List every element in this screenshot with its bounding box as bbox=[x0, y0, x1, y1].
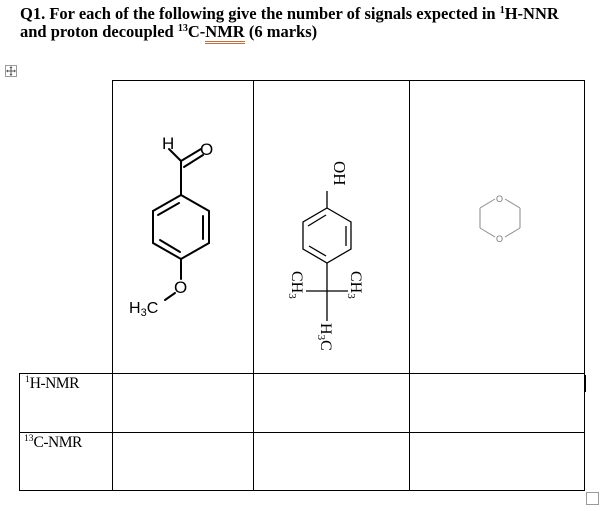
answer-cell-13c-compound-2[interactable] bbox=[255, 434, 408, 489]
atom-label: O bbox=[496, 234, 503, 244]
spellcheck-flagged-word[interactable]: NMR bbox=[205, 22, 245, 44]
row-label-13c-nmr: 13C-NMR bbox=[24, 434, 82, 451]
structure-dioxane: O O bbox=[479, 194, 521, 244]
move-icon bbox=[6, 66, 16, 76]
atom-label: H bbox=[162, 134, 174, 153]
answer-cell-13c-compound-1[interactable] bbox=[114, 434, 252, 489]
answer-cell-1h-compound-3[interactable] bbox=[411, 375, 583, 431]
structure-cell-3: O O bbox=[410, 81, 584, 373]
table-border bbox=[19, 373, 20, 491]
answer-cell-13c-compound-3[interactable] bbox=[411, 434, 583, 489]
table-border bbox=[112, 80, 585, 81]
structure-cell-2: OH CH3 CH3 H3C bbox=[254, 81, 409, 373]
table-border bbox=[409, 80, 410, 491]
question-text: Q1. For each of the following give the n… bbox=[20, 4, 600, 44]
methyl-label-left: CH3 bbox=[286, 271, 305, 299]
structure-methoxybenzaldehyde: H O O H3C bbox=[129, 134, 213, 319]
structure-tert-butylphenol: OH CH3 CH3 H3C bbox=[286, 161, 364, 351]
table-move-handle[interactable] bbox=[5, 65, 17, 77]
table-border bbox=[19, 490, 585, 491]
answer-cell-1h-compound-2[interactable] bbox=[255, 375, 408, 431]
atom-label: O bbox=[496, 194, 503, 204]
text-cursor bbox=[585, 375, 586, 392]
table-border bbox=[253, 80, 254, 491]
question-line-1: Q1. For each of the following give the n… bbox=[20, 4, 559, 23]
table-border bbox=[112, 80, 113, 374]
question-number: Q1. bbox=[20, 4, 46, 23]
methyl-label-bottom: H3C bbox=[315, 323, 334, 351]
structure-cell-1: H O O H3C bbox=[113, 81, 253, 373]
table-border bbox=[584, 80, 585, 491]
table-resize-handle[interactable] bbox=[586, 492, 599, 505]
methyl-label: H3C bbox=[129, 300, 158, 319]
methyl-label-right: CH3 bbox=[345, 271, 364, 299]
answer-cell-1h-compound-1[interactable] bbox=[114, 375, 252, 431]
atom-label: O bbox=[200, 140, 213, 159]
hydroxyl-label: OH bbox=[330, 161, 349, 186]
atom-label: O bbox=[174, 278, 187, 297]
table-border bbox=[19, 432, 585, 433]
question-line-2: and proton decoupled 13C-NMR (6 marks) bbox=[20, 22, 600, 44]
row-label-1h-nmr: 1H-NMR bbox=[25, 375, 79, 392]
table-border bbox=[112, 373, 113, 491]
table-border bbox=[19, 373, 585, 374]
